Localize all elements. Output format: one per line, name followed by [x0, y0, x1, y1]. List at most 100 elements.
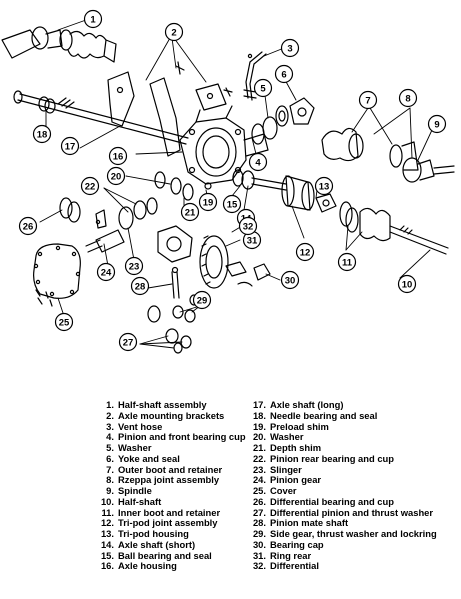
legend-item-label: Axle shaft (short)	[118, 538, 196, 550]
shims-and-washer-parts	[154, 171, 212, 201]
legend-item: 31.Ring rear	[248, 549, 437, 562]
callout-circle	[108, 146, 128, 166]
callout-number: 6	[281, 69, 286, 80]
callout-number: 10	[402, 279, 413, 290]
legend-item-number: 31.	[252, 549, 266, 561]
legend-item: 32.Differential	[248, 560, 437, 572]
legend-item: 15. Ball bearing and seal	[96, 549, 246, 562]
callout-number: 31	[247, 235, 258, 246]
callout-circle	[198, 192, 218, 212]
legend-item-number: 25.	[252, 485, 266, 496]
legend-item: 2.Axle mounting brackets	[96, 410, 246, 422]
callout-circle	[314, 176, 334, 196]
legend-item-label: Differential bearing and cup	[270, 495, 394, 507]
legend-item-number: 24.	[252, 474, 266, 486]
callout-19: 19	[198, 192, 218, 212]
callout-number: 24	[101, 267, 112, 278]
callout-circle	[18, 216, 38, 236]
legend-item-number: 13.	[100, 528, 114, 539]
callout-26: 26	[18, 216, 38, 236]
legend-item-number: 19.	[252, 420, 266, 432]
legend-item-label: Inner boot and retainer	[118, 506, 221, 518]
callout-circle	[238, 216, 258, 236]
legend-item-number: 15.	[100, 549, 114, 561]
legend-item-number: 11.	[101, 506, 114, 518]
legend-item: 23. Slinger	[248, 463, 437, 476]
legend-item-label: Cover	[270, 485, 297, 496]
callout-number: 26	[23, 221, 34, 232]
legend-item-number: 16.	[100, 560, 114, 572]
legend-item-number: 17.	[252, 399, 266, 410]
bearing-cap-part	[225, 261, 271, 287]
callout-circle	[248, 152, 268, 172]
ring-gear-differential-parts	[157, 225, 229, 289]
callout-number: 13	[319, 181, 330, 192]
callout-number: 5	[260, 83, 266, 94]
legend-item-number: 28.	[252, 517, 266, 529]
legend-item-label: Spindle	[118, 485, 152, 496]
callout-15: 15	[222, 194, 242, 214]
legend-item-label: Washer	[270, 431, 304, 443]
legend-item-number: 7.	[106, 463, 114, 475]
legend-item-label: Differential pinion and thrust washer	[270, 506, 434, 518]
callout-28: 28	[130, 276, 150, 296]
callout-12: 12	[295, 242, 315, 262]
legend-item-label: Axle shaft (long)	[270, 399, 344, 410]
legend-item-label: Yoke and seal	[118, 452, 180, 464]
legend-item-number: 1.	[106, 399, 114, 410]
inner-joint-parts	[339, 201, 449, 255]
legend-item-label: Needle bearing and seal	[270, 409, 378, 421]
callout-circle	[83, 9, 103, 29]
vent-hose-part	[243, 51, 267, 101]
callout-11: 11	[337, 252, 357, 272]
callout-18: 18	[32, 124, 52, 144]
legend-item-label: Tri-pod housing	[118, 528, 189, 539]
legend-item-label: Washer	[118, 442, 152, 453]
legend-item: 17. Axle shaft (long)	[248, 399, 437, 411]
legend-item-number: 32.	[252, 560, 266, 572]
callout-circle	[96, 262, 116, 282]
legend-item-number: 8.	[106, 474, 114, 486]
legend-item: 24.Pinion gear	[248, 474, 437, 486]
legend-item-label: Pinion and front bearing cup	[118, 431, 246, 443]
legend-item: 10. Half-shaft	[96, 495, 246, 508]
callout-21: 21	[180, 202, 200, 222]
callout-2: 2	[164, 22, 184, 42]
callout-20: 20	[106, 166, 126, 186]
callout-number: 19	[203, 197, 214, 208]
legend-item: 29.Side gear, thrust washer and lockring	[248, 528, 437, 540]
legend-item-label: Bearing cap	[270, 538, 324, 550]
callout-27: 27	[118, 332, 138, 352]
needle-bearing-part	[38, 96, 56, 114]
legend-item-number: 23.	[252, 463, 266, 475]
callout-number: 20	[111, 171, 122, 182]
callout-number: 1	[90, 14, 96, 25]
legend-item-label: Outer boot and retainer	[118, 463, 223, 475]
callout-circle	[222, 194, 242, 214]
legend-item-number: 10.	[100, 495, 114, 507]
legend-item-label: Half-shaft	[118, 495, 162, 507]
callout-number: 8	[405, 93, 410, 104]
callout-circle	[80, 176, 100, 196]
legend-item: 20.Washer	[248, 431, 437, 443]
legend-item: 6.Yoke and seal	[96, 452, 246, 465]
fastener-hardware	[35, 53, 253, 299]
legend-item-label: Pinion mate shaft	[270, 517, 349, 529]
callout-number: 11	[342, 257, 353, 268]
outer-joint-parts	[321, 127, 455, 183]
legend-item-label: Slinger	[270, 463, 302, 475]
legend-item-number: 30.	[252, 538, 266, 550]
legend-item-number: 4.	[106, 431, 114, 443]
callout-4: 4	[248, 152, 268, 172]
callout-32: 32	[238, 216, 258, 236]
legend-item: 27.Differential pinion and thrust washer	[248, 506, 437, 519]
cover-part	[33, 243, 81, 307]
callout-3: 3	[280, 38, 300, 58]
legend-item-number: 14.	[100, 538, 114, 550]
legend-item-label: Depth shim	[270, 442, 322, 453]
callout-circle	[274, 64, 294, 84]
legend-item-label: Ball bearing and seal	[118, 549, 212, 561]
legend-item: 26.Differential bearing and cup	[248, 495, 437, 508]
axle-housing-part	[179, 105, 269, 185]
